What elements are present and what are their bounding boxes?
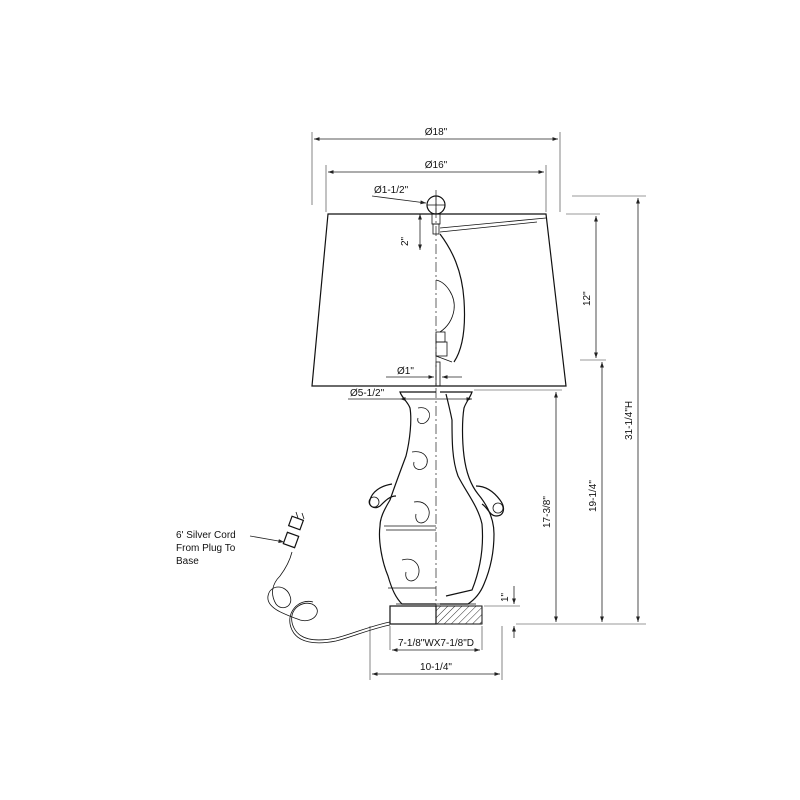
dim-finial-height: 2" [400, 214, 422, 250]
label-body-top: Ø5-1/2" [350, 388, 385, 399]
dim-base-width: 10-1/4" [369, 626, 503, 680]
label-finial: Ø1-1/2" [374, 185, 409, 196]
dim-shade-height: 12" [566, 213, 606, 361]
plug [282, 511, 305, 549]
dim-finial: Ø1-1/2" [371, 185, 427, 205]
label-finial-height: 2" [400, 236, 411, 246]
label-shade-top-inner: Ø16" [425, 160, 448, 171]
label-base-footprint: 7-1/8"WX7-1/8"D [398, 638, 474, 649]
cord-note-line-3: Base [176, 556, 199, 567]
label-base-height: 1" [500, 592, 511, 602]
lamp-shade [311, 213, 567, 387]
label-overall-height: 31-1/4"H [624, 401, 635, 440]
dim-overall-height: 31-1/4"H [516, 195, 646, 625]
vase-body-right-section [440, 391, 505, 605]
label-neck: Ø1" [397, 366, 414, 377]
cord-note-line-2: From Plug To [176, 543, 236, 554]
harp-bulb-socket [435, 233, 466, 387]
dim-body-top: Ø5-1/2" [348, 388, 472, 401]
label-body-height: 17-3/8" [542, 496, 553, 528]
lamp-base [389, 603, 483, 625]
label-base-width: 10-1/4" [420, 662, 452, 673]
vase-body-left [368, 391, 436, 605]
label-to-socket: 19-1/4" [588, 480, 599, 512]
dim-base-footprint: 7-1/8"WX7-1/8"D [389, 626, 483, 652]
dim-shade-top-inner: Ø16" [325, 160, 547, 212]
label-shade-height: 12" [582, 291, 593, 306]
dim-base-height: 1" [484, 586, 520, 638]
dim-body-height: 17-3/8" [474, 389, 562, 622]
power-cord [267, 551, 391, 644]
dim-to-socket: 19-1/4" [588, 362, 604, 622]
dim-neck: Ø1" [386, 366, 462, 379]
cord-note: 6' Silver Cord From Plug To Base [176, 530, 285, 567]
label-shade-top-outer: Ø18" [425, 127, 448, 138]
cord-note-line-1: 6' Silver Cord [176, 530, 236, 541]
dim-shade-top-outer: Ø18" [311, 127, 561, 212]
